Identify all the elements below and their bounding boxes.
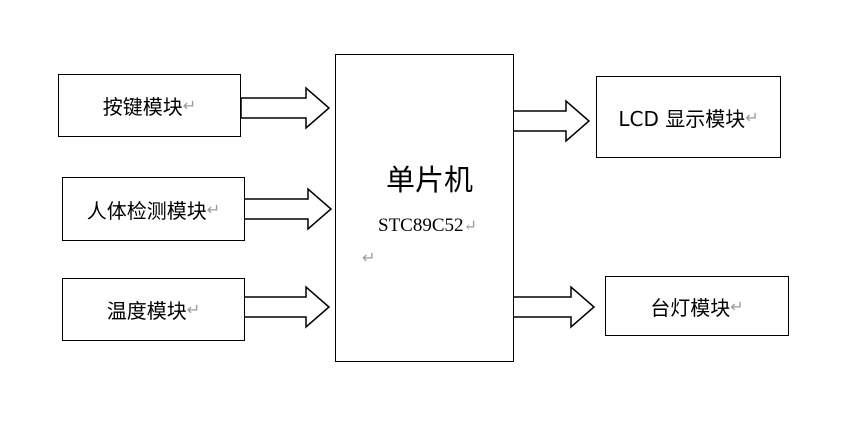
lamp-module-box: 台灯模块↵ [605, 276, 789, 336]
mcu-model-text: STC89C52 [378, 215, 464, 236]
lamp-module-label: 台灯模块 [650, 295, 731, 320]
arrow-mcu-to-lamp [511, 285, 596, 329]
return-mark: ↵ [745, 107, 759, 127]
lcd-module-box: LCD 显示模块↵ [596, 76, 781, 158]
temp-module-box: 温度模块↵ [62, 278, 245, 341]
mcu-title: 单片机 [386, 163, 474, 197]
arrow-body-detect-to-mcu [243, 187, 333, 231]
return-mark: ↵ [186, 300, 201, 319]
return-mark: ↵ [362, 248, 376, 267]
return-mark: ↵ [730, 296, 744, 316]
lcd-module-label: LCD 显示模块 [618, 106, 746, 131]
return-mark: ↵ [182, 96, 197, 115]
keys-module-box: 按键模块↵ [58, 74, 241, 137]
return-mark: ↵ [463, 218, 477, 235]
arrow-temp-to-mcu [243, 285, 331, 329]
arrow-mcu-to-lcd [511, 99, 591, 143]
keys-module-label: 按键模块 [102, 95, 183, 119]
temp-module-label: 温度模块 [106, 299, 187, 323]
return-mark: ↵ [206, 199, 221, 219]
body-detect-module-box: 人体检测模块↵ [62, 177, 245, 241]
body-detect-module-label: 人体检测模块 [86, 198, 207, 223]
arrow-keys-to-mcu [240, 86, 331, 130]
mcu-model: STC89C52↵ [378, 215, 477, 237]
mcu-box: 单片机 STC89C52↵ ↵ [335, 54, 514, 362]
